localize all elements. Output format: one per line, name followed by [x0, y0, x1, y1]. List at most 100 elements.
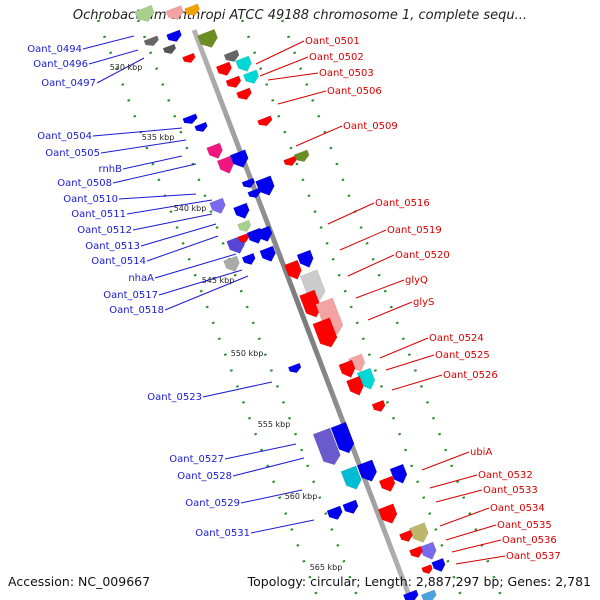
- left-label-leader: [126, 199, 213, 215]
- gene-label-left: Oant_0504: [37, 131, 92, 142]
- right-label-leader: [347, 254, 395, 277]
- right-label-leader: [355, 279, 405, 299]
- gene-feature: [296, 249, 314, 268]
- gene-feature: [420, 589, 437, 600]
- gene-label-left: Oant_0523: [147, 392, 202, 403]
- gene-label-right: glyS: [413, 297, 434, 308]
- gene-feature: [182, 113, 198, 124]
- left-label-leader: [224, 443, 297, 460]
- gene-feature: [143, 35, 159, 46]
- left-gene-labels: Oant_0494Oant_0496Oant_0497Oant_0504Oant…: [27, 44, 250, 539]
- gene-label-right: Oant_0526: [443, 370, 498, 381]
- gene-feature: [409, 522, 429, 543]
- right-label-leader: [439, 507, 490, 527]
- gene-label-right: ubiA: [470, 447, 492, 458]
- dotted-guide-3: [241, 19, 464, 600]
- left-label-leader: [140, 223, 217, 247]
- left-label-leader: [100, 139, 187, 154]
- gene-features: [134, 3, 446, 600]
- scale-tick-label: 545 kbp: [202, 276, 235, 285]
- gene-label-left: Oant_0513: [85, 241, 140, 252]
- right-label-leader: [445, 524, 497, 541]
- gene-feature: [377, 503, 398, 524]
- gene-feature: [356, 459, 378, 482]
- right-label-leader: [277, 90, 327, 105]
- gene-label-right: Oant_0516: [375, 198, 430, 209]
- dotted-guide-1: [97, 19, 320, 600]
- gene-label-right: Oant_0519: [387, 225, 442, 236]
- gene-label-right: Oant_0503: [319, 68, 374, 79]
- right-label-leader: [267, 72, 319, 81]
- gene-label-left: Oant_0505: [45, 148, 100, 159]
- gene-feature: [235, 55, 252, 72]
- left-label-leader: [240, 489, 303, 504]
- left-label-leader: [158, 269, 243, 296]
- scale-tick-label: 535 kbp: [142, 133, 175, 142]
- gene-label-right: Oant_0533: [483, 485, 538, 496]
- dotted-guides: [97, 19, 504, 600]
- gene-feature: [402, 589, 419, 600]
- gene-feature: [284, 259, 302, 280]
- gene-feature: [242, 69, 260, 84]
- gene-feature: [389, 463, 408, 484]
- gene-feature: [237, 219, 252, 232]
- gene-label-left: Oant_0511: [71, 209, 126, 220]
- gene-feature: [223, 255, 240, 272]
- gene-feature: [287, 362, 302, 374]
- right-label-leader: [327, 202, 375, 225]
- right-gene-labels: Oant_0501Oant_0502Oant_0503Oant_0506Oant…: [305, 36, 561, 562]
- gene-feature: [421, 564, 433, 575]
- gene-feature: [399, 529, 413, 542]
- scale-tick-label: 555 kbp: [258, 420, 291, 429]
- gene-feature: [293, 149, 310, 162]
- gene-label-left: Oant_0528: [177, 471, 232, 482]
- gene-feature: [241, 252, 256, 265]
- gene-feature: [209, 197, 226, 214]
- scale-tick-label: 560 kbp: [285, 492, 318, 501]
- gene-label-left: Oant_0496: [33, 59, 88, 70]
- label-leaders: [82, 35, 506, 565]
- gene-feature: [340, 465, 362, 490]
- gene-feature: [299, 289, 322, 318]
- right-label-leader: [385, 354, 435, 371]
- topology-summary: Topology: circular; Length: 2,887,297 bp…: [247, 574, 591, 589]
- accession-text: Accession: NC_009667: [8, 574, 151, 589]
- gene-feature: [134, 4, 155, 22]
- right-label-leader: [379, 337, 429, 359]
- left-label-leader: [202, 381, 273, 398]
- gene-feature: [371, 399, 386, 412]
- left-label-leader: [122, 155, 183, 170]
- gene-feature: [330, 421, 355, 454]
- scale-tick-label: 530 kbp: [110, 63, 143, 72]
- gene-feature: [342, 499, 359, 514]
- gene-feature: [233, 202, 250, 219]
- gene-feature: [182, 52, 196, 64]
- right-label-leader: [367, 301, 413, 321]
- gene-label-right: Oant_0534: [490, 503, 545, 514]
- gene-feature: [206, 142, 223, 159]
- left-label-leader: [232, 457, 305, 477]
- gene-feature: [338, 359, 356, 378]
- gene-feature: [419, 541, 437, 560]
- gene-label-left: Oant_0494: [27, 44, 82, 55]
- gene-feature: [346, 375, 364, 396]
- gene-label-left: rnhB: [99, 164, 123, 175]
- gene-label-left: Oant_0510: [63, 194, 118, 205]
- gene-label-left: Oant_0527: [169, 454, 224, 465]
- gene-feature: [225, 75, 242, 88]
- gene-feature: [223, 49, 240, 62]
- gene-feature: [184, 3, 200, 16]
- gene-label-right: Oant_0506: [327, 86, 382, 97]
- dotted-guide-4: [281, 19, 504, 600]
- right-label-leader: [295, 125, 343, 147]
- gene-feature: [257, 115, 273, 126]
- right-label-leader: [391, 374, 443, 391]
- gene-feature: [162, 43, 177, 55]
- gene-feature: [229, 149, 249, 168]
- gene-label-right: Oant_0532: [478, 470, 533, 481]
- right-label-leader: [259, 56, 309, 77]
- gene-label-right: Oant_0535: [497, 520, 552, 531]
- right-label-leader: [435, 489, 483, 503]
- gene-label-left: Oant_0531: [195, 528, 250, 539]
